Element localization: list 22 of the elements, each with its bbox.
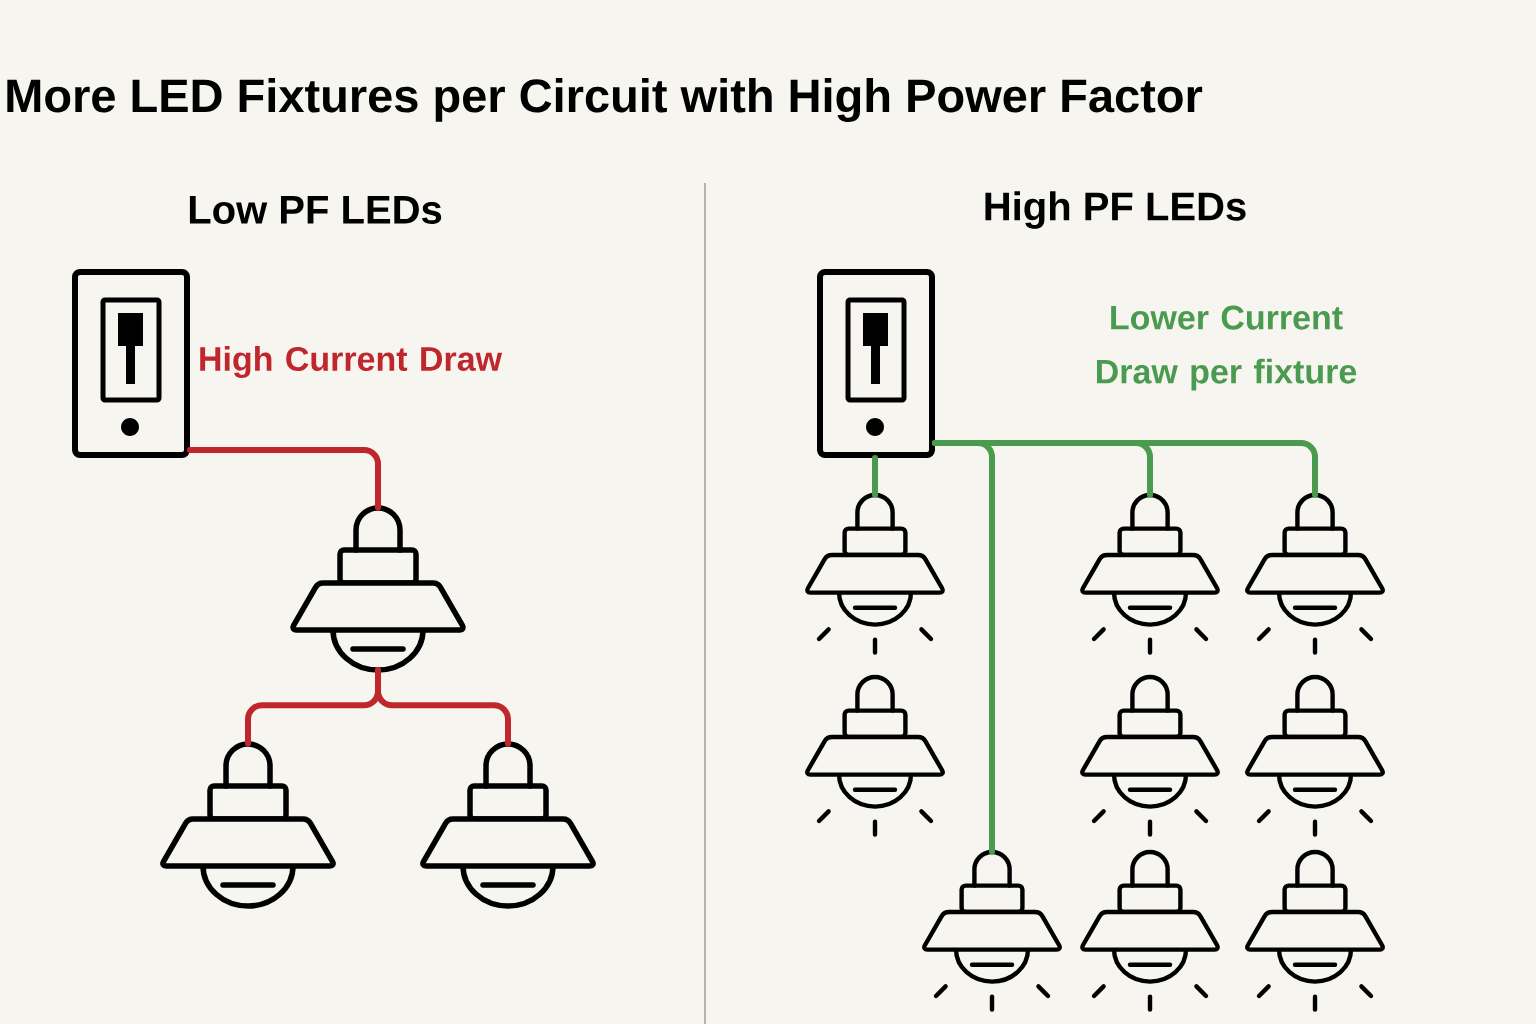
led-fixture-drawing (1245, 674, 1385, 837)
led-fixture-drawing (160, 741, 336, 909)
led-fixture-drawing (1080, 674, 1220, 837)
led-fixture-drawing (805, 492, 945, 655)
wire (872, 455, 878, 498)
panel-heading: High PF LEDs (985, 191, 1246, 229)
led-fixture-drawing (1245, 492, 1385, 655)
callout-text: Lower Current Draw per fixture (1096, 305, 1357, 391)
led-fixture-drawing (1245, 849, 1385, 1012)
title: More LED Fixtures per Circuit with High Power Factor (7, 77, 1203, 122)
led-fixture-drawing (1080, 492, 1220, 655)
light-switch-drawing (72, 269, 190, 458)
led-fixture-drawing (805, 674, 945, 837)
led-fixture-drawing (420, 741, 596, 909)
led-fixture-drawing (1080, 849, 1220, 1012)
led-fixture-drawing (290, 505, 466, 673)
led-fixture-drawing (922, 849, 1062, 1012)
wire (375, 667, 511, 747)
wire (932, 440, 995, 855)
light-switch-drawing (817, 269, 935, 458)
wire (187, 447, 381, 511)
panel-heading: Low PF LEDs (189, 196, 442, 224)
